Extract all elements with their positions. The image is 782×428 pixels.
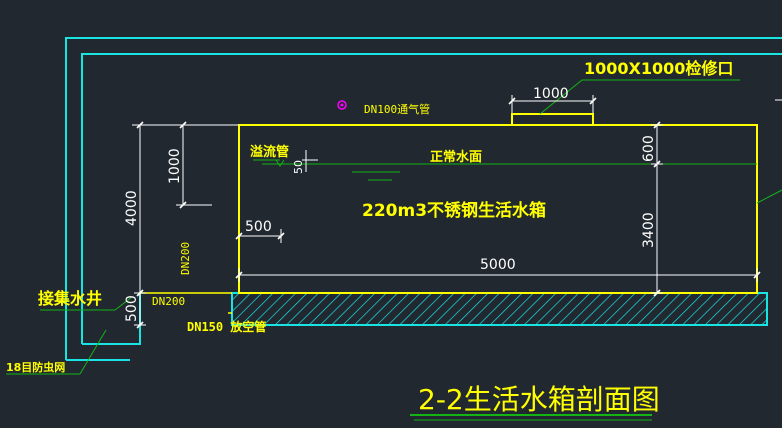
dim-left-upper: 1000 [167, 148, 183, 184]
water-tank [238, 124, 758, 294]
vent-symbol [337, 100, 347, 110]
base-slab [231, 292, 768, 326]
dim-top-to-water: 600 [641, 135, 657, 162]
pipes [140, 292, 232, 314]
dim-water-height: 3400 [641, 212, 657, 248]
drawing-title: 2-2生活水箱剖面图 [418, 383, 660, 416]
sump-label: 接集水井 [38, 289, 102, 308]
insect-net-label: 18目防虫网 [6, 360, 65, 374]
dim-left-total: 4000 [124, 190, 140, 226]
overflow-label: 溢流管 [250, 144, 289, 160]
dimension-lines [132, 95, 782, 326]
water-level-lines [6, 79, 782, 421]
dim-base-height: 500 [124, 295, 140, 322]
manhole-label: 1000X1000检修口 [584, 59, 733, 78]
water-level-label: 正常水面 [430, 149, 482, 165]
dim-tank-length: 5000 [480, 257, 516, 273]
drain-label: DN150 放空管 [187, 319, 266, 334]
outlet-horizontal-label: DN200 [152, 295, 185, 308]
outlet-vertical-label: DN200 [179, 242, 192, 275]
dimension-ticks [136, 97, 761, 329]
dim-overflow-offset: 500 [245, 219, 272, 235]
dim-manhole-width: 1000 [533, 86, 569, 102]
manhole [511, 113, 594, 126]
dim-small-gap: 50 [292, 160, 305, 174]
vent-label: DN100通气管 [364, 102, 430, 116]
tank-label: 220m3不锈钢生活水箱 [362, 200, 546, 221]
